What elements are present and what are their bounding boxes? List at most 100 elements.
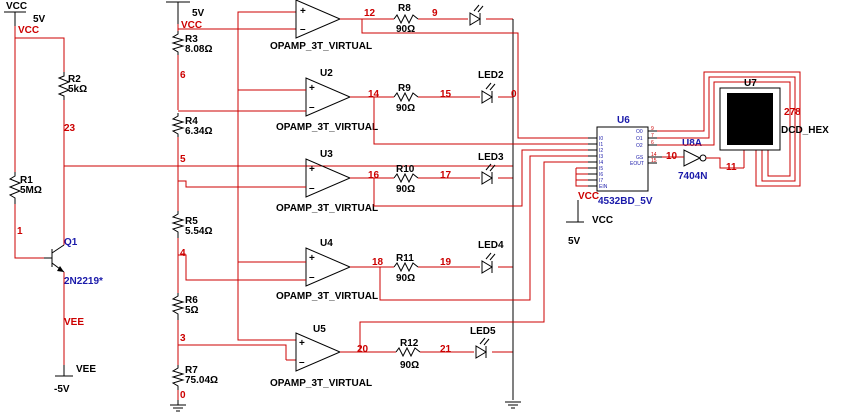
vcc-supply-ladder[interactable]: 5V VCC — [166, 1, 205, 31]
encoder-vcc[interactable]: VCC VCC 5V — [566, 191, 613, 247]
encoder-pin-o0: O0 — [636, 129, 643, 135]
opamp-u3-ref: U3 — [320, 149, 333, 160]
resistor-r11[interactable]: R11 90Ω — [393, 253, 419, 284]
resistor-r4[interactable]: R4 6.34Ω — [171, 113, 212, 137]
resistor-r1[interactable]: R1 5MΩ — [8, 172, 42, 204]
opamp-u5-minus: – — [299, 357, 305, 368]
resistor-r12-value: 90Ω — [400, 360, 419, 371]
transistor-q1-model: 2N2219* — [64, 276, 103, 287]
encoder-pin-i4: I4 — [599, 160, 603, 166]
encoder-pin-o1: O1 — [636, 136, 643, 142]
encoder-pin-i7: I7 — [599, 178, 603, 184]
net-label-23: 23 — [64, 123, 76, 134]
resistor-r8[interactable]: R8 90Ω — [393, 3, 419, 35]
vcc-supply-left-label: VCC — [6, 1, 27, 12]
encoder-pin-ein: EIN — [599, 184, 608, 190]
resistor-r10[interactable]: R10 90Ω — [393, 164, 419, 195]
resistor-r5-value: 5.54Ω — [185, 226, 212, 237]
opamp-u3[interactable]: + – U3 OPAMP_3T_VIRTUAL — [276, 149, 378, 214]
encoder-u6-ref: U6 — [617, 115, 630, 126]
opamp-u5[interactable]: + – U5 OPAMP_3T_VIRTUAL — [270, 324, 372, 389]
net-label-18: 18 — [372, 257, 384, 268]
transistor-q1-ref: Q1 — [64, 237, 78, 248]
vee-supply[interactable]: VEE -5V — [54, 364, 96, 395]
resistor-r2-ref: R2 — [68, 74, 81, 85]
led-2[interactable]: LED2 — [478, 70, 504, 104]
net-label-5: 5 — [180, 154, 186, 165]
encoder-pin-gs: GS — [636, 155, 644, 161]
vee-net-label: VEE — [64, 317, 84, 328]
opamp-u3-model: OPAMP_3T_VIRTUAL — [276, 203, 378, 214]
resistor-r2[interactable]: R2 5kΩ — [57, 72, 87, 100]
encoder-pin-i3: I3 — [599, 154, 603, 160]
resistor-r6-ref: R6 — [185, 295, 198, 306]
resistor-r3-ref: R3 — [185, 34, 198, 45]
net-label-20: 20 — [357, 344, 369, 355]
net-label-0-ladder: 0 — [180, 390, 186, 401]
encoder-vcc-net: VCC — [578, 191, 599, 202]
encoder-pin-i0: I0 — [599, 136, 603, 142]
net-label-21: 21 — [440, 344, 452, 355]
encoder-pin-o2: O2 — [636, 143, 643, 149]
resistor-r6[interactable]: R6 5Ω — [171, 293, 199, 320]
opamp-u5-plus: + — [299, 338, 305, 349]
encoder-vcc-label: VCC — [592, 215, 613, 226]
opamp-u4-ref: U4 — [320, 238, 333, 249]
opamp-u2-minus: – — [309, 102, 315, 113]
resistor-r10-ref: R10 — [396, 164, 415, 175]
hex-display-u7[interactable]: U7 DCD_HEX 278 — [719, 78, 829, 151]
net-label-16: 16 — [368, 170, 380, 181]
inverter-u8a-model: 7404N — [678, 171, 707, 182]
encoder-u6-model: 4532BD_5V — [598, 196, 653, 207]
encoder-pin-i6: I6 — [599, 172, 603, 178]
resistor-r5[interactable]: R5 5.54Ω — [171, 211, 212, 238]
opamp-u4[interactable]: + – U4 OPAMP_3T_VIRTUAL — [276, 238, 378, 302]
opamp-u1[interactable]: + – OPAMP_3T_VIRTUAL — [270, 0, 372, 52]
encoder-right-pins: O0 O1 O2 GS EOUT 9 7 6 14 15 — [630, 126, 662, 167]
led-3[interactable]: LED3 — [478, 152, 504, 185]
encoder-pin-i5: I5 — [599, 166, 603, 172]
opamp-u2[interactable]: + – U2 OPAMP_3T_VIRTUAL — [276, 68, 378, 133]
encoder-input-wires — [359, 19, 588, 352]
led-4[interactable]: LED4 — [478, 240, 504, 274]
resistor-r1-ref: R1 — [20, 175, 33, 186]
resistor-r2-value: 5kΩ — [68, 84, 87, 95]
hex-display-model: DCD_HEX — [781, 125, 829, 136]
vee-supply-label: VEE — [76, 364, 96, 375]
inverter-u8a-ref: U8A — [682, 138, 702, 149]
vcc-net-ladder: VCC — [181, 20, 202, 31]
resistor-r3[interactable]: R3 8.08Ω — [171, 31, 212, 55]
resistor-r3-value: 8.08Ω — [185, 44, 212, 55]
ground-right[interactable] — [505, 401, 521, 409]
vee-supply-value: -5V — [54, 384, 70, 395]
net-label-3: 3 — [180, 333, 186, 344]
led-5[interactable]: LED5 — [470, 326, 496, 359]
resistor-r6-value: 5Ω — [185, 305, 199, 316]
resistor-r12-ref: R12 — [400, 338, 419, 349]
transistor-q1[interactable]: Q1 2N2219* — [44, 237, 103, 287]
resistor-r7[interactable]: R7 75.04Ω — [171, 365, 218, 390]
resistor-r4-ref: R4 — [185, 116, 198, 127]
net-label-1: 1 — [17, 226, 23, 237]
resistor-r9[interactable]: R9 90Ω — [393, 83, 419, 114]
vcc-supply-left[interactable]: VCC 5V VCC — [4, 1, 46, 36]
ground-ladder[interactable] — [170, 400, 186, 412]
resistor-r12[interactable]: R12 90Ω — [395, 338, 421, 371]
opamp-u2-plus: + — [309, 83, 315, 94]
resistor-r10-value: 90Ω — [396, 184, 415, 195]
net-label-15: 15 — [440, 89, 452, 100]
opamp-u4-model: OPAMP_3T_VIRTUAL — [276, 291, 378, 302]
opamp-u5-model: OPAMP_3T_VIRTUAL — [270, 378, 372, 389]
encoder-u6[interactable]: U6 4532BD_5V I0 I1 I2 I3 I4 I5 I6 I7 EIN — [588, 115, 662, 207]
net-label-0-right: 0 — [511, 89, 517, 100]
led-1[interactable] — [469, 4, 484, 26]
led-3-ref: LED3 — [478, 152, 504, 163]
opamp-u2-ref: U2 — [320, 68, 333, 79]
encoder-pin-i1: I1 — [599, 142, 603, 148]
resistor-r8-ref: R8 — [398, 3, 411, 14]
resistor-r1-value: 5MΩ — [20, 185, 42, 196]
resistor-r9-ref: R9 — [398, 83, 411, 94]
resistor-r9-value: 90Ω — [396, 103, 415, 114]
net-label-19: 19 — [440, 257, 452, 268]
